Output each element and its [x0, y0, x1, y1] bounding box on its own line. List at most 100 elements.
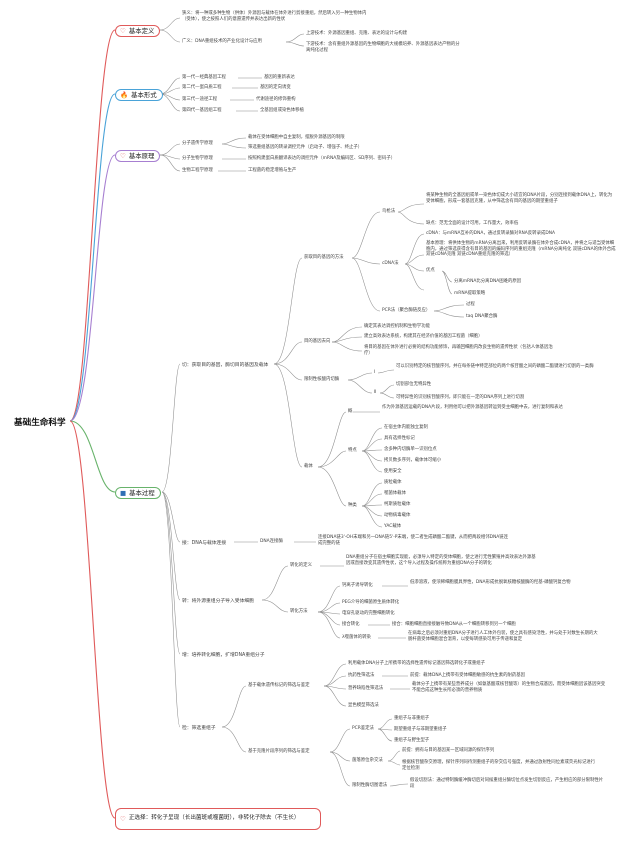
method-calcium: 钙离子诱导转化	[342, 583, 373, 588]
method-electroporation: 电穿孔驱动的完整细胞转化	[342, 611, 395, 616]
cdna-definition: cDNA：与mRNA互补的DNA，通过反转录酶对RNA反转录成DNA	[426, 231, 556, 236]
method-lambda: λ噬菌体的转染	[342, 635, 371, 640]
feature-item: 含多种内切酶单一识别位点	[384, 447, 437, 452]
kind-item: YAC载体	[384, 524, 402, 529]
method-calcium-desc: 低渗溶液，使浓稀细胞膜具界性，DNA形成抗脱氧核糖核酸酶的羟基-磷酸钙复合物	[410, 580, 571, 585]
screen-by-vector: 基于载体遗传标记的筛选与鉴定	[248, 683, 310, 688]
screen-vector-2-desc: 前提：载体DNA上携带有受体细胞敏感的抗生素的耐药基因	[410, 673, 526, 678]
screen-vector-2: 抗药性筛选法	[348, 673, 375, 678]
hybridization-premise: 前提：拥有与目的基因某一区域同源的探针序列	[402, 748, 495, 753]
screen-vector-4: 显色模型筛选法	[348, 703, 379, 708]
fire-icon: 🔥	[120, 90, 129, 99]
restriction-mapping: 限制性酶切图谱法	[352, 783, 388, 788]
vector-def-key: 概	[348, 409, 353, 414]
shotgun-drawback: 缺点：范无全面的设计可用，工作量大，效率低	[426, 221, 519, 226]
principle-genetic-a: 载体在受体细胞中自主复制，摆脱外源基因的制限	[248, 135, 345, 140]
branch-process	[69, 420, 116, 493]
principle-bioeng: 生物工程学原理	[182, 168, 213, 173]
kind-item: 柯斯质粒载体	[384, 502, 411, 507]
principle-genetic: 分子遗传学原理	[182, 141, 213, 146]
kind-item: 噬菌体载体	[384, 491, 406, 496]
shotgun-method: 鸟枪法	[382, 209, 396, 214]
topic-label: 基本形式	[131, 91, 157, 99]
transformation-methods: 转化方法	[290, 609, 308, 614]
restriction-enzyme: 限制性核酸内切酶	[304, 377, 340, 382]
cut-acquire-methods: 获取目的基因的方法	[304, 255, 344, 260]
cdna-advantage: 优点	[426, 268, 435, 273]
principle-bioeng-a: 工程菌的稳定增殖与生产	[248, 168, 297, 173]
colony-hybridization: 菌落原位杂交法	[352, 758, 383, 763]
feature-item: 使用安全	[384, 469, 402, 474]
form-desc-2: 基因的定向诱变	[260, 85, 291, 90]
flag-icon: ■	[120, 488, 127, 497]
re-type-1: Ⅰ	[374, 370, 376, 375]
heart-icon: ♡	[120, 26, 126, 35]
heart-icon: ♡	[120, 814, 126, 823]
hybridization-principle: 根据核苷酸杂交原理，探针序列同待测重组子的杂交信号强度，并通过放射性同位素或荧光…	[402, 760, 596, 771]
vector-definition: 作为外源基因运载的DNA片段，利用他可以把外源基因转运到受主细胞中去，进行复制和…	[382, 405, 563, 410]
pcr-taq: taq DNA聚合酶	[466, 314, 498, 319]
topic-definition[interactable]: ♡ 基本定义	[115, 25, 161, 37]
re-type-2-a: 切割部位无特异性	[396, 382, 432, 387]
principle-genetic-b: 筛选重组基因的转录调控元件（启动子、增强子、终止子）	[248, 145, 363, 150]
form-gen-2: 第二代—蛋白质工程	[182, 85, 222, 90]
method-conjugation-desc: 接合：细胞细胞直接接触导致DNA从一个细胞转移到另一个细胞	[392, 622, 516, 627]
topic-form[interactable]: 🔥 基本形式	[115, 89, 163, 101]
branch-principle	[69, 154, 116, 422]
vector-kinds: 种类	[348, 503, 357, 508]
branch-positive	[69, 420, 116, 819]
dna-ligase-desc: 连接DNA链3'-OH末端和另一DNA链5'-P末端，使二者生成磷酸二酯键，从而…	[318, 535, 509, 546]
shotgun-desc: 将某种生物的全基因组或单一染色体切成大小适宜的DNA片段，分别连接到载体DNA上…	[426, 193, 613, 204]
topic-label: 正选择：转化子呈现（长出菌斑或噬菌斑），非转化子除去（不生长）	[128, 815, 300, 822]
topic-label: 基本原理	[128, 152, 155, 160]
gene-purpose-a: 确定其表达调控机制和生物学功能	[364, 324, 430, 329]
vector: 载体	[304, 464, 313, 469]
pcr-id-item: 重组子与野生型子	[394, 738, 430, 743]
process-screen: 检：筛选重组子	[182, 726, 216, 731]
topic-label: 基本过程	[129, 489, 155, 497]
pcr-method: PCR法（聚合酶链反应）	[382, 308, 431, 313]
method-lambda-desc: 在病毒之后必须对重组DNA分子进行人工体外包装，使之具有感染活性，并与处于对数生…	[408, 631, 598, 642]
def-broad-upstream: 上游技术：外源基因重组、克隆、表达的设计与构建	[306, 31, 407, 36]
cdna-advantage-b: mRNA提取策略	[454, 291, 486, 296]
topic-label: 基本定义	[128, 27, 155, 35]
gene-purpose-b: 建立高效表达系统，构建其在经济价值的基因工程菌（细胞）	[364, 334, 483, 339]
pcr-process: 过程	[466, 302, 475, 307]
def-broad-downstream: 下游技术：含有重组外源基因的生物细胞的大规模培养、外源基因表达产物的分离纯化过程	[306, 42, 460, 53]
heart-icon: ♡	[120, 151, 126, 160]
feature-item: 具有选择性标记	[384, 436, 415, 441]
gene-purpose: 目的基因去向	[304, 339, 331, 344]
topic-principle[interactable]: ♡ 基本原理	[115, 150, 161, 162]
process-cut: 切：获取目的基因，酶切目的基因及载体	[182, 363, 269, 368]
branch-def	[69, 29, 116, 422]
form-gen-4: 第四代—基因组工程	[182, 108, 222, 113]
principle-molbio-a: 按照构建蛋白质翻译表达的调控元件（mRNA及编码区、SD序列、密码子）	[248, 156, 396, 161]
process-amplify: 增：培养转化细胞，扩增DNA重组分子	[182, 653, 265, 658]
root-topic[interactable]: 基础生命科学	[14, 418, 66, 428]
restriction-mapping-desc: 假设切割法：通过特制酶缓冲酶切后对同候重组分酶切位点发生切割反应，产生相应的部分…	[410, 778, 604, 789]
re-type-2-b: 可特异性的识别核苷酸序列，即只能在一定的DNA序列上进行切割	[396, 395, 525, 400]
kind-item: 动物病毒载体	[384, 513, 411, 518]
screen-vector-3-desc: 载体分子上携带有某些营养成分（如氨基酸或核苷酸等）的生物合成基因，而受体细胞因该…	[412, 682, 606, 693]
form-desc-4: 全基因组或染色体移植	[260, 108, 304, 113]
topic-positive-selection[interactable]: ♡ 正选择：转化子呈现（长出菌斑或噬菌斑），非转化子除去（不生长）	[115, 808, 321, 830]
cdna-principle: 基本原理：将供体生物的mRNA分离出来，利用反转录酶在体外合成cDNA，并将之与…	[426, 241, 616, 257]
feature-item: 在宿主体内能独立复制	[384, 425, 428, 430]
topic-process[interactable]: ■ 基本过程	[115, 487, 161, 499]
screen-vector-1: 利用载体DNA分子上所携带的选择性遗传标记基因筛选转化子或重组子	[348, 661, 485, 666]
form-desc-3: 代谢途径的修饰重构	[256, 97, 296, 102]
vector-features: 特点	[348, 448, 357, 453]
screen-by-insert: 基于克隆片段序列的筛选与鉴定	[248, 749, 310, 754]
form-gen-1: 第一代—经典基因工程	[182, 75, 226, 80]
branch-form	[69, 93, 116, 422]
pcr-id-item: 期望重组子与非期望重组子	[394, 727, 447, 732]
re-type-2: Ⅱ	[374, 390, 377, 395]
method-conjugation: 接合转化	[342, 622, 360, 627]
transformation-definition-desc: DNA重组分子在宿主细胞实现能，必须导入特定的受体细胞，使之进行无性繁殖并高效表…	[346, 555, 536, 566]
def-narrow: 狭义：将一种或多种生物（供体）外源因与载体在体外进行剪接重组，然后转入另一种生物…	[182, 11, 367, 22]
def-broad: 广义：DNA重组技术的产业化设计与应用	[182, 39, 262, 44]
feature-item: 拷贝数多序列，载体体可缩小	[384, 458, 442, 463]
kind-item: 质粒载体	[384, 480, 402, 485]
form-desc-1: 基因的重新表达	[264, 75, 295, 80]
principle-molbio: 分子生物学原理	[182, 156, 213, 161]
